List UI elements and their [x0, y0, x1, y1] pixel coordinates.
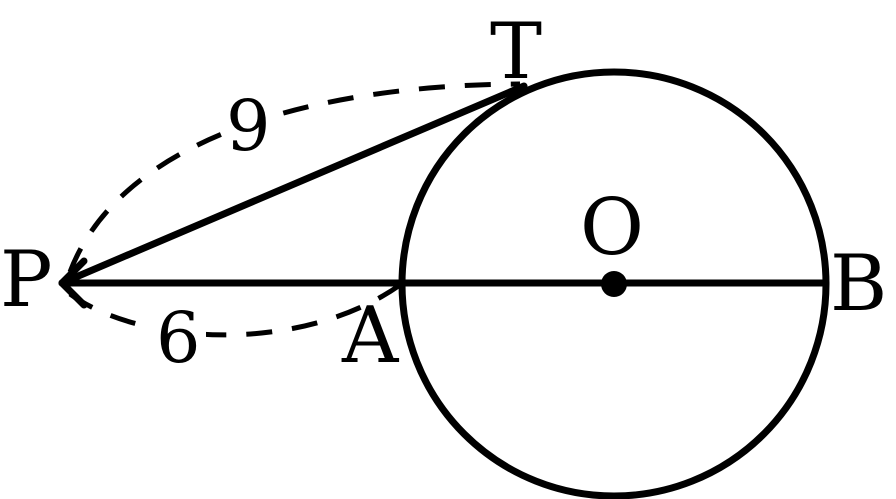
label-o: O [580, 183, 644, 273]
label-b: B [830, 239, 887, 329]
label-t: T [490, 7, 542, 97]
label-backing-6 [152, 305, 206, 369]
center-point-o [601, 271, 627, 297]
length-label-pa: 6 [156, 297, 201, 379]
length-label-pt: 9 [226, 85, 271, 167]
label-p: P [0, 235, 52, 325]
label-backing-9 [222, 90, 276, 154]
tangent-segment-pt [58, 82, 528, 287]
label-a: A [341, 291, 400, 381]
dashed-arc-pt [67, 81, 521, 273]
dashed-arc-pa [68, 282, 402, 338]
